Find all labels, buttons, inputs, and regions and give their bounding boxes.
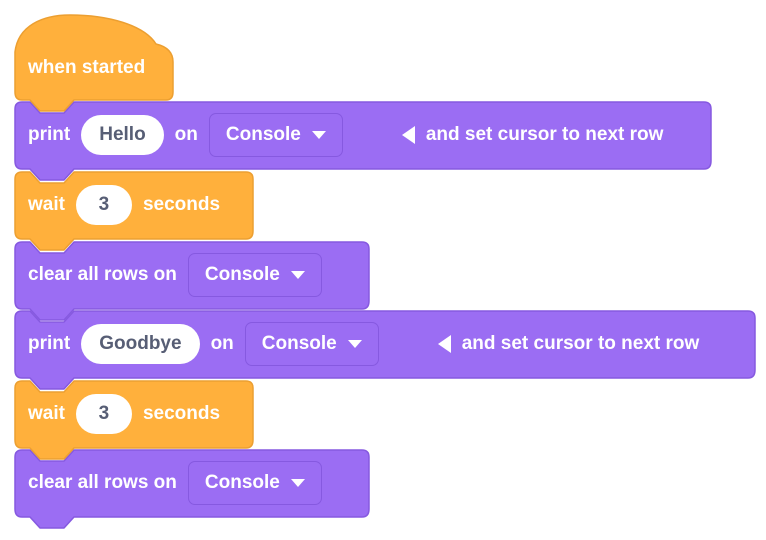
block-when-started[interactable]: when started <box>14 14 174 112</box>
block-clear-rows-1[interactable]: clear all rows on Console <box>14 241 370 321</box>
console-dropdown[interactable]: Console <box>187 253 322 297</box>
wait-duration-input[interactable]: 3 <box>75 185 132 225</box>
block-print-goodbye[interactable]: print Goodbye on Console and set cursor … <box>14 310 756 390</box>
dropdown-value: Console <box>204 472 280 493</box>
chevron-down-icon <box>290 271 305 279</box>
dropdown-value: Console <box>225 124 301 145</box>
collapse-arrow-icon[interactable] <box>401 126 415 144</box>
on-label: on <box>210 333 234 354</box>
wait-label: wait <box>28 403 65 424</box>
suffix-label: and set cursor to next row <box>461 333 700 354</box>
chevron-down-icon <box>290 479 305 487</box>
block-clear-rows-2[interactable]: clear all rows on Console <box>14 449 370 529</box>
seconds-label: seconds <box>142 194 221 215</box>
clear-rows-label: clear all rows on <box>28 472 177 493</box>
print-text-input[interactable]: Goodbye <box>81 324 200 364</box>
wait-duration-input[interactable]: 3 <box>75 394 132 434</box>
console-dropdown[interactable]: Console <box>187 461 322 505</box>
block-wait-2[interactable]: wait 3 seconds <box>14 380 254 460</box>
console-dropdown[interactable]: Console <box>244 322 379 366</box>
wait-label: wait <box>28 194 65 215</box>
dropdown-value: Console <box>261 333 337 354</box>
chevron-down-icon <box>311 131 326 139</box>
when-started-label: when started <box>28 57 146 78</box>
print-label: print <box>28 333 71 354</box>
block-print-hello[interactable]: print Hello on Console and set cursor to… <box>14 101 712 181</box>
clear-rows-label: clear all rows on <box>28 264 177 285</box>
suffix-label: and set cursor to next row <box>425 124 664 145</box>
on-label: on <box>174 124 198 145</box>
chevron-down-icon <box>347 340 362 348</box>
block-wait-1[interactable]: wait 3 seconds <box>14 171 254 251</box>
dropdown-value: Console <box>204 264 280 285</box>
print-label: print <box>28 124 71 145</box>
console-dropdown[interactable]: Console <box>208 113 343 157</box>
print-text-input[interactable]: Hello <box>81 115 164 155</box>
seconds-label: seconds <box>142 403 221 424</box>
collapse-arrow-icon[interactable] <box>437 335 451 353</box>
